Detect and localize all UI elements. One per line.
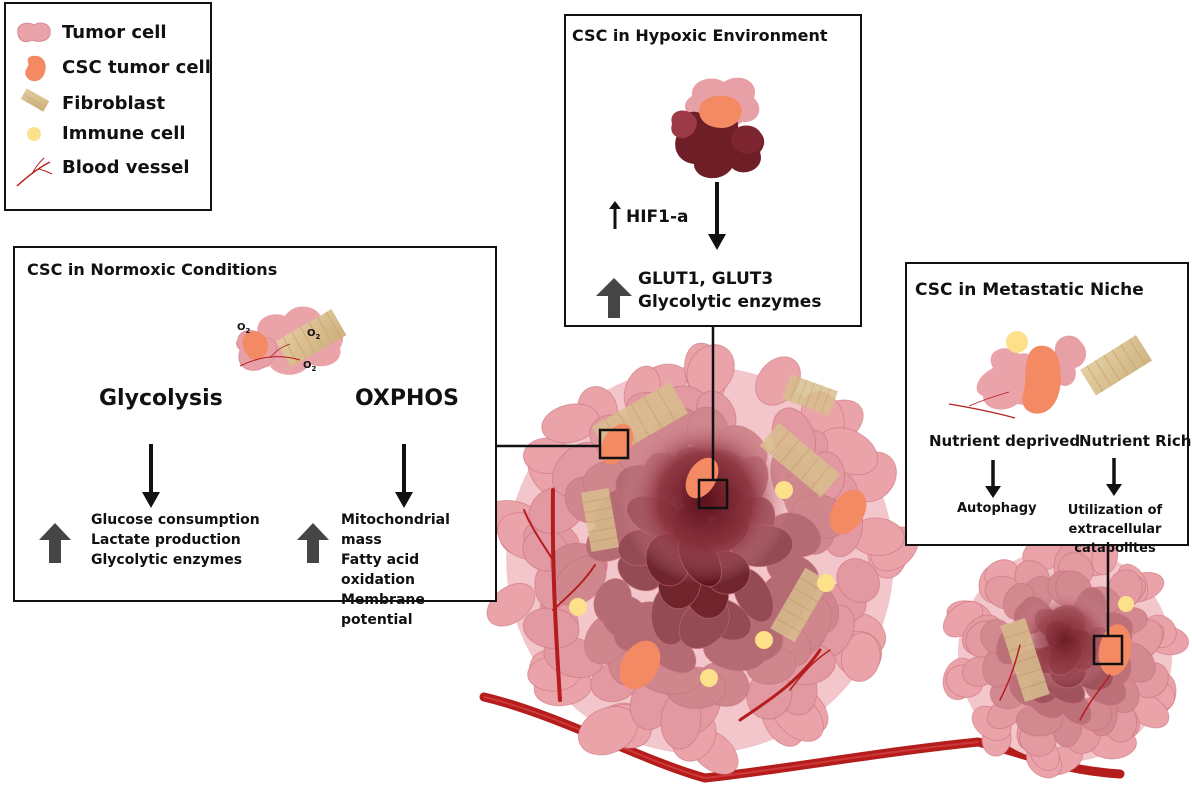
immune-cell bbox=[775, 481, 793, 499]
primary-tumor bbox=[480, 342, 919, 775]
immune-cell-icon bbox=[27, 127, 41, 141]
blood-vessel-branch bbox=[999, 644, 1021, 701]
glycolysis-effects: Glucose consumption Lactate production G… bbox=[91, 510, 260, 570]
fibroblast bbox=[770, 567, 830, 643]
hypoxic-panel: CSC in Hypoxic Environment HIF1-a GLUT1,… bbox=[564, 14, 862, 327]
blood-vessel-branch bbox=[552, 564, 596, 611]
legend-label-immune-cell: Immune cell bbox=[62, 123, 186, 144]
nutrient-deprived-label: Nutrient deprived bbox=[929, 432, 1081, 450]
legend-label-fibroblast: Fibroblast bbox=[62, 93, 166, 114]
oxphos-effects: Mitochondrial mass Fatty acid oxidation … bbox=[341, 510, 495, 630]
glycolysis-label: Glycolysis bbox=[99, 386, 223, 411]
metastatic-cell-cluster bbox=[948, 331, 1153, 419]
tumor-cell bbox=[836, 558, 880, 603]
glycolysis-effect-item: Glucose consumption bbox=[91, 512, 260, 528]
fibroblast bbox=[782, 374, 838, 416]
glycolysis-down-arrow bbox=[142, 444, 160, 508]
hif1a-up-arrow bbox=[609, 201, 621, 229]
normoxic-cell-cluster bbox=[235, 306, 347, 375]
tumor-cell-icon bbox=[17, 22, 51, 43]
legend-label-tumor-cell: Tumor cell bbox=[62, 22, 167, 43]
oxphos-down-arrow bbox=[395, 444, 413, 508]
legend-label-csc-cell: CSC tumor cell bbox=[62, 57, 211, 78]
fibroblast bbox=[759, 422, 841, 498]
hypoxic-effect-item: Glycolytic enzymes bbox=[638, 292, 822, 312]
immune-cell bbox=[755, 631, 773, 649]
blood-vessel-branch bbox=[789, 649, 831, 691]
blood-vessel-icon bbox=[16, 157, 53, 187]
glycolysis-effect-item: Glycolytic enzymes bbox=[91, 552, 243, 568]
csc-tumor-cell bbox=[685, 457, 719, 499]
blood-vessel-branch bbox=[523, 509, 554, 561]
catabolites-label: Utilization of extracellular catabolites bbox=[1067, 503, 1163, 556]
hypoxic-effect-item: GLUT1, GLUT3 bbox=[638, 269, 774, 289]
immune-cell bbox=[1118, 596, 1134, 612]
hif1a-label: HIF1-a bbox=[626, 207, 689, 227]
metastatic-title: CSC in Metastatic Niche bbox=[915, 280, 1144, 300]
nutrient-rich-label: Nutrient Rich bbox=[1079, 432, 1192, 450]
o2-label-3: O2 bbox=[303, 360, 317, 373]
oxphos-effect-item: Membrane potential bbox=[341, 592, 425, 628]
blood-vessel-branch bbox=[1079, 674, 1111, 721]
connector-lines bbox=[497, 327, 1124, 666]
fibroblast-icon bbox=[20, 88, 50, 112]
metastatic-panel: CSC in Metastatic Niche Nutrient deprive… bbox=[905, 262, 1192, 556]
legend-label-blood-vessel: Blood vessel bbox=[62, 157, 190, 178]
csc-tumor-cell bbox=[829, 489, 867, 535]
normoxic-panel: CSC in Normoxic Conditions O2 O2 O2 Glyc… bbox=[13, 246, 497, 628]
oxphos-label: OXPHOS bbox=[355, 386, 459, 411]
tumor-cell bbox=[541, 403, 600, 444]
hypoxic-up-arrow bbox=[596, 278, 632, 318]
oxphos-effect-item: Fatty acid oxidation bbox=[341, 552, 420, 588]
hypoxic-effects: GLUT1, GLUT3 Glycolytic enzymes bbox=[638, 268, 821, 314]
autophagy-label: Autophagy bbox=[957, 501, 1037, 516]
immune-cell bbox=[817, 574, 835, 592]
immune-cell bbox=[569, 598, 587, 616]
oxphos-up-arrow bbox=[297, 523, 329, 563]
csc-cell-icon bbox=[25, 55, 46, 82]
blood-vessel-branch bbox=[738, 648, 822, 722]
blood-vessel-branch bbox=[550, 488, 562, 702]
tumor-cell bbox=[840, 632, 881, 682]
o2-label-1: O2 bbox=[237, 322, 251, 335]
csc-tumor-cell bbox=[600, 423, 634, 465]
fibroblast bbox=[581, 488, 619, 552]
immune-cell bbox=[700, 669, 718, 687]
legend-box: Tumor cell CSC tumor cell Fibroblast Imm… bbox=[4, 2, 212, 211]
csc-tumor-cell bbox=[619, 640, 661, 690]
oxphos-effect-item: Mitochondrial mass bbox=[341, 512, 450, 548]
tumor-cell bbox=[593, 578, 632, 624]
fibroblast bbox=[1000, 617, 1050, 703]
rich-down-arrow bbox=[1106, 458, 1122, 496]
necrotic-core bbox=[620, 415, 790, 585]
hypoxic-title: CSC in Hypoxic Environment bbox=[572, 26, 828, 45]
tumor-cell bbox=[486, 582, 536, 627]
o2-label-2: O2 bbox=[307, 328, 321, 341]
hypoxic-down-arrow bbox=[708, 182, 726, 250]
glycolysis-up-arrow bbox=[39, 523, 71, 563]
normoxic-title: CSC in Normoxic Conditions bbox=[27, 260, 278, 279]
glycolysis-effect-item: Lactate production bbox=[91, 532, 241, 548]
hypoxic-cell-cluster bbox=[671, 77, 765, 179]
deprived-down-arrow bbox=[985, 460, 1001, 498]
